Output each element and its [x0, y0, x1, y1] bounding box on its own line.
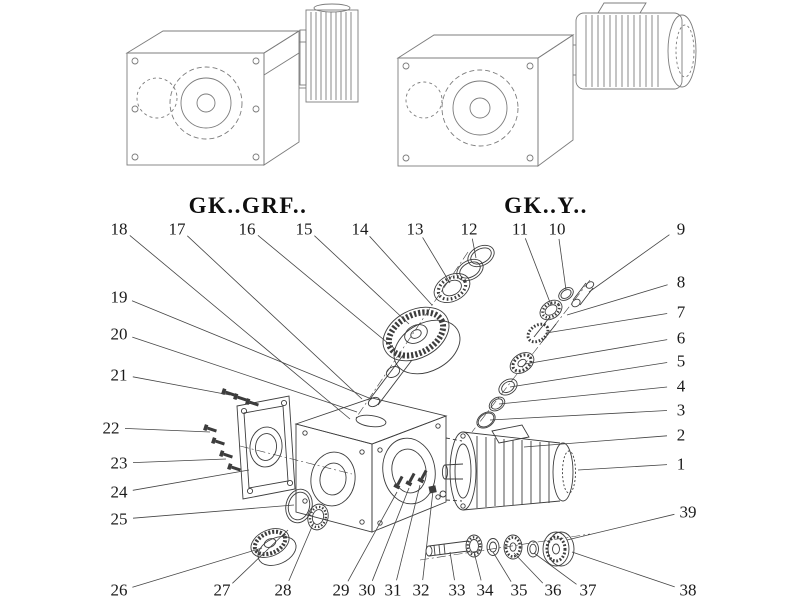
- part-number-1: 1: [676, 454, 686, 474]
- leader-line-1: [577, 464, 668, 471]
- output-shaft-assembly: [425, 531, 575, 567]
- leader-line-15: [314, 235, 410, 325]
- part-number-8: 8: [676, 272, 686, 292]
- part-number-25: 25: [110, 509, 128, 529]
- part-number-34: 34: [476, 580, 494, 600]
- leader-line-3: [489, 410, 668, 421]
- part-number-10: 10: [548, 219, 566, 239]
- leader-line-36: [513, 552, 544, 584]
- output-flange: [236, 395, 296, 500]
- part-number-36: 36: [544, 580, 562, 600]
- part-number-18: 18: [110, 219, 128, 239]
- leader-line-21: [132, 376, 231, 396]
- part-number-15: 15: [295, 219, 313, 239]
- assembly-view-left: [125, 3, 359, 166]
- leader-line-12: [471, 238, 477, 259]
- leader-line-20: [132, 336, 358, 413]
- part-number-6: 6: [676, 328, 686, 348]
- part-number-32: 32: [412, 580, 430, 600]
- leader-line-29: [347, 491, 398, 582]
- leader-line-5: [509, 362, 668, 388]
- motor: [441, 424, 576, 511]
- leader-line-30: [371, 487, 410, 581]
- leader-line-34: [473, 551, 482, 581]
- leader-line-28: [288, 521, 315, 582]
- leader-line-25: [132, 504, 295, 519]
- leader-line-2: [523, 435, 668, 448]
- part-number-7: 7: [676, 302, 686, 322]
- leader-line-39: [566, 513, 675, 541]
- part-number-13: 13: [406, 219, 424, 239]
- part-number-11: 11: [511, 219, 529, 239]
- leader-line-10: [558, 238, 567, 291]
- part-number-3: 3: [676, 400, 686, 420]
- part-number-12: 12: [460, 219, 478, 239]
- part-number-16: 16: [238, 219, 256, 239]
- part-number-22: 22: [102, 418, 120, 438]
- part-number-17: 17: [168, 219, 186, 239]
- leader-line-37: [533, 552, 577, 585]
- motor-assembled: [573, 2, 697, 90]
- part-number-14: 14: [351, 219, 369, 239]
- part-number-27: 27: [213, 580, 231, 600]
- leader-line-23: [132, 458, 227, 463]
- leader-line-4: [498, 386, 668, 405]
- part-number-29: 29: [332, 580, 350, 600]
- leader-line-27: [232, 529, 289, 584]
- part-number-38: 38: [679, 580, 697, 600]
- part-number-35: 35: [510, 580, 528, 600]
- leader-line-22: [124, 428, 211, 433]
- leader-line-18: [129, 235, 351, 420]
- leader-line-11: [524, 238, 552, 306]
- exploded-view: [203, 244, 595, 567]
- model-title-left: GK..GRF..: [188, 193, 308, 218]
- part-number-30: 30: [358, 580, 376, 600]
- part-number-4: 4: [676, 376, 686, 396]
- part-number-26: 26: [110, 580, 128, 600]
- leader-line-24: [132, 469, 250, 491]
- bevel-pinion-parts: [476, 281, 595, 429]
- part-number-2: 2: [676, 425, 686, 445]
- gear-housing: [294, 397, 448, 533]
- motor-mount-parts: [393, 437, 463, 502]
- leader-line-16: [257, 234, 396, 350]
- part-number-39: 39: [679, 502, 697, 522]
- part-number-24: 24: [110, 482, 128, 502]
- leader-line-17: [187, 235, 363, 400]
- leader-line-33: [449, 551, 455, 581]
- assembly-view-right: [396, 2, 697, 167]
- part-number-23: 23: [110, 453, 128, 473]
- input-gear: [382, 306, 461, 375]
- part-number-28: 28: [274, 580, 292, 600]
- leader-line-26: [132, 547, 263, 588]
- leader-line-19: [131, 300, 370, 399]
- part-number-19: 19: [110, 287, 128, 307]
- leader-line-32: [422, 490, 434, 581]
- leader-line-13: [422, 237, 451, 284]
- leader-line-35: [492, 551, 512, 582]
- leader-line-38: [571, 551, 675, 588]
- leader-line-7: [545, 313, 668, 334]
- part-number-20: 20: [110, 324, 128, 344]
- leader-line-6: [524, 339, 668, 365]
- part-number-37: 37: [579, 580, 597, 600]
- leader-line-14: [369, 236, 433, 306]
- leader-line-9: [588, 234, 670, 293]
- part-number-5: 5: [676, 351, 686, 371]
- leader-line-31: [396, 484, 421, 581]
- part-number-21: 21: [110, 365, 128, 385]
- part-number-9: 9: [676, 219, 686, 239]
- model-title-right: GK..Y..: [504, 193, 588, 218]
- leader-line-8: [566, 284, 668, 316]
- part-number-31: 31: [384, 580, 402, 600]
- part-number-33: 33: [448, 580, 466, 600]
